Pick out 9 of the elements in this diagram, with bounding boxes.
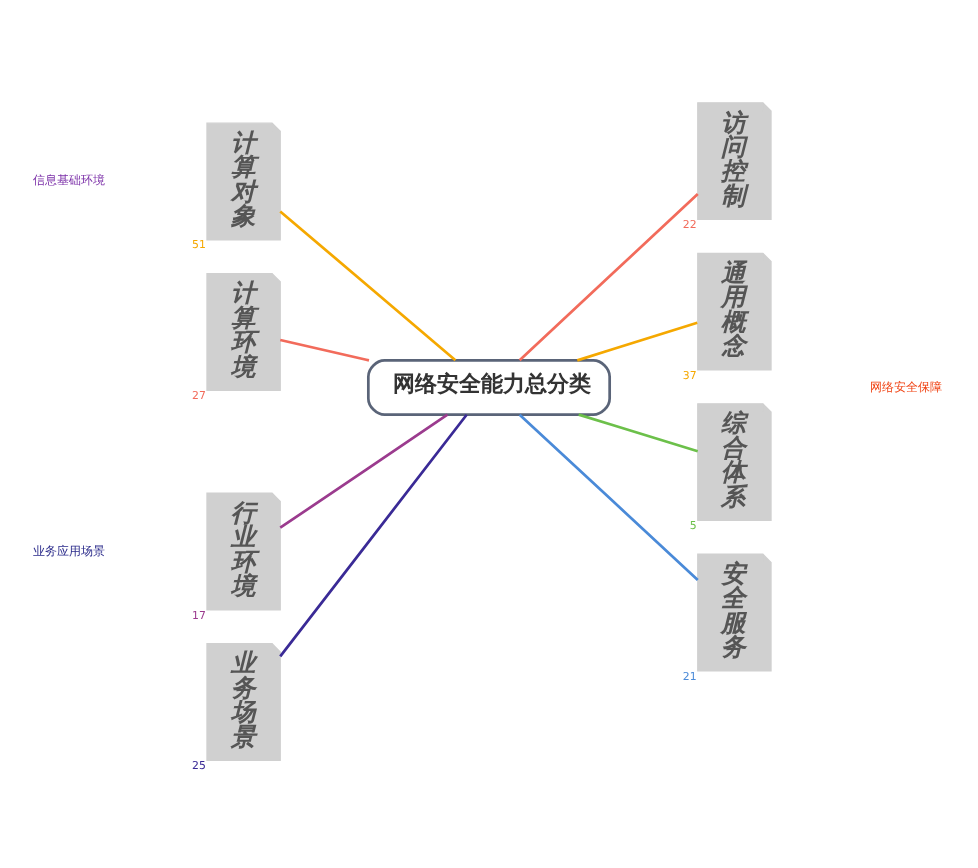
connector [279,413,468,658]
connector [518,193,699,362]
connector [279,338,370,362]
connector [279,413,449,529]
connector [279,210,457,362]
connector [578,413,699,453]
connector [518,413,699,581]
connector [576,321,698,362]
node-box: 网络安全能力总分类 [367,359,611,416]
